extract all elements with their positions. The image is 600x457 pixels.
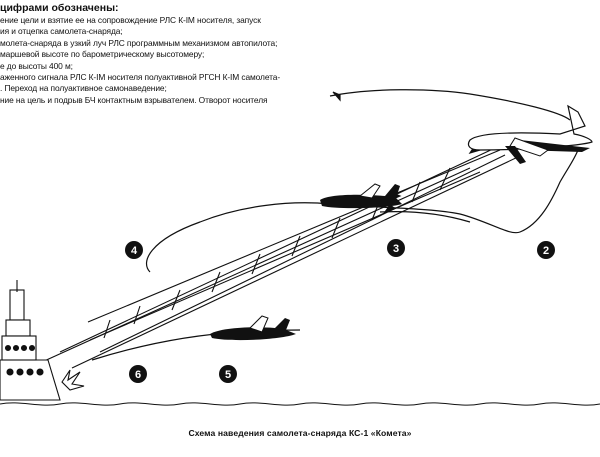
carrier-turn-path <box>329 89 571 121</box>
svg-text:6: 6 <box>135 369 141 381</box>
ship-hull <box>0 359 61 401</box>
legend-line-1: ение цели и взятие ее на сопровождение Р… <box>0 15 261 25</box>
marker-6: 6 <box>129 365 147 383</box>
ship-mast <box>9 289 25 321</box>
marker-4: 4 <box>125 241 143 259</box>
beam-arrow-3 <box>383 204 396 214</box>
legend: цифрами обозначены: ение цели и взятие е… <box>0 2 300 106</box>
target-ship <box>0 280 85 401</box>
legend-line-2: ия и отцепка самолета-снаряда; <box>0 26 123 37</box>
stage-markers: 2 3 4 5 6 <box>125 239 555 383</box>
legend-title: цифрами обозначены: <box>0 2 119 14</box>
legend-line-4: маршевой высоте по барометрическому высо… <box>0 49 205 60</box>
explosion-flash <box>61 369 85 391</box>
figure-caption: Схема наведения самолета-снаряда КС-1 «К… <box>188 428 412 438</box>
svg-text:3: 3 <box>393 243 399 255</box>
legend-line-3: молета-снаряда в узкий луч РЛС программн… <box>0 37 278 48</box>
beam-edge-inner-bottom <box>99 154 506 353</box>
marker-2: 2 <box>537 241 555 259</box>
beam-edge-outer-top <box>87 149 501 323</box>
carrier-aircraft <box>467 104 593 164</box>
legend-line-6: аженного сигнала РЛС К-IM носителя полуа… <box>0 72 281 83</box>
missile-trajectory <box>145 149 579 273</box>
legend-line-7: . Переход на полуактивное самонаведение; <box>0 83 167 94</box>
missile-lower <box>210 315 296 341</box>
sea-surface <box>0 402 600 406</box>
legend-line-5: е до высоты 400 м; <box>0 60 73 71</box>
marker-5: 5 <box>219 365 237 383</box>
descent-line <box>379 211 471 223</box>
beam-edge-inner-top <box>59 147 496 353</box>
carrier-return-arrow <box>332 91 341 102</box>
svg-text:2: 2 <box>543 245 549 257</box>
flight-paths <box>91 89 579 361</box>
svg-text:5: 5 <box>225 369 231 381</box>
svg-text:4: 4 <box>131 245 138 257</box>
missile-upper <box>320 183 402 209</box>
beam-edge-low2 <box>89 171 481 341</box>
legend-line-8: ние на цель и подрыв БЧ контактным взрыв… <box>0 94 268 105</box>
beam-edge-outer-bottom <box>71 155 521 369</box>
marker-3: 3 <box>387 239 405 257</box>
